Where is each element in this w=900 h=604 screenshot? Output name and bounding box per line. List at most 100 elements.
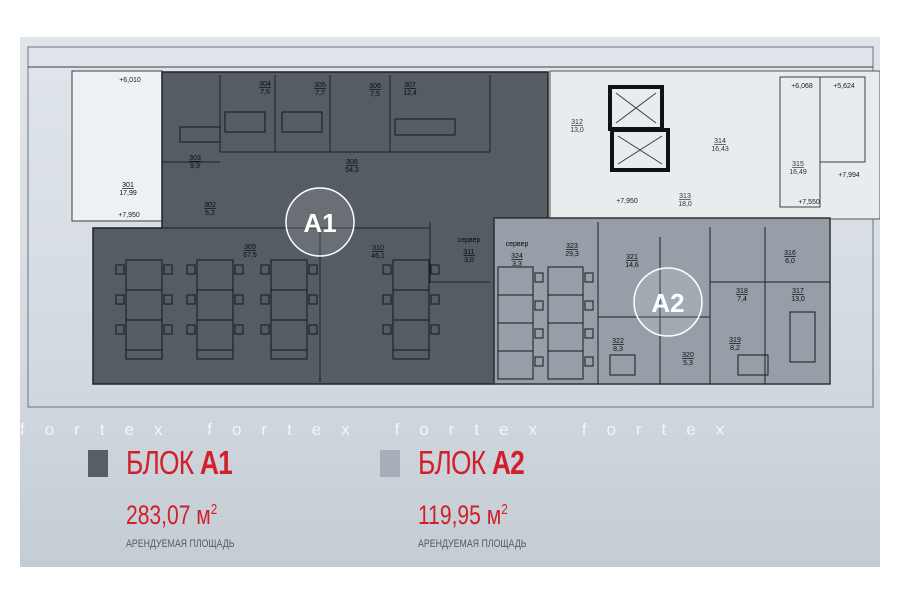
chair (260, 264, 270, 275)
room-area: 5,3 (683, 360, 693, 367)
chair (308, 264, 318, 275)
room-number: 322 (612, 338, 624, 345)
chair (534, 356, 544, 367)
chair (115, 324, 125, 335)
chair (382, 294, 392, 305)
chair (186, 324, 196, 335)
room-area: 7,7 (315, 90, 325, 97)
marker-a2[interactable]: A2 (633, 267, 703, 337)
chair (308, 324, 318, 335)
room-area: 13,0 (570, 127, 584, 134)
room-number: 319 (729, 337, 741, 344)
chair (534, 272, 544, 283)
chair (163, 294, 173, 305)
block-a2-swatch (380, 450, 400, 477)
desk (125, 349, 163, 360)
room-number: 320 (682, 352, 694, 359)
level-mark: +7,550 (798, 199, 820, 206)
level-mark: +7,950 (616, 198, 638, 205)
fortex-watermark: fortex fortex fortex fortex (20, 420, 745, 439)
room-number: 314 (714, 138, 726, 145)
chair (260, 324, 270, 335)
room-number: 318 (736, 288, 748, 295)
room-area: 14,6 (625, 262, 639, 269)
room-number: 309 (244, 244, 256, 251)
room-name: сервер (458, 237, 481, 244)
level-mark: +6,010 (119, 77, 141, 84)
chair (115, 264, 125, 275)
chair (234, 294, 244, 305)
room-number: 304 (259, 81, 271, 88)
marker-a1-label: A1 (303, 208, 336, 238)
room-number: 317 (792, 288, 804, 295)
chair (163, 264, 173, 275)
block-a1-area-value: 283,07 м2 (126, 500, 217, 531)
desk (609, 354, 636, 376)
chair (186, 294, 196, 305)
chair (584, 272, 594, 283)
room-area: 13,0 (791, 296, 805, 303)
chair (234, 264, 244, 275)
room-area: 8,2 (730, 345, 740, 352)
room-area: 29,3 (565, 251, 579, 258)
room-number: 310 (372, 245, 384, 252)
marker-a1[interactable]: A1 (285, 187, 355, 257)
room-area: 5,2 (205, 210, 215, 217)
room-area: 7,6 (260, 89, 270, 96)
desk (270, 349, 308, 360)
room-area: 8,3 (613, 346, 623, 353)
chair (584, 300, 594, 311)
chair (584, 328, 594, 339)
room-area: 3,0 (464, 257, 474, 264)
room-number: 307 (404, 82, 416, 89)
room-number: 301 (122, 182, 134, 189)
block-a1-title: БЛОК A1 (126, 444, 233, 482)
chair (186, 264, 196, 275)
block-a2-area-value: 119,95 м2 (418, 500, 508, 531)
room-number: 305 (314, 82, 326, 89)
block-a2-prefix: БЛОК (418, 444, 492, 481)
room-area: 67,5 (243, 252, 257, 259)
level-mark: +7,994 (838, 172, 860, 179)
chair (234, 324, 244, 335)
room-name: сервер (506, 241, 529, 248)
room-number: 311 (463, 249, 474, 256)
room-area: 16,43 (711, 146, 729, 153)
block-a1-caption: АРЕНДУЕМАЯ ПЛОЩАДЬ (126, 538, 235, 550)
chair (534, 300, 544, 311)
block-a2-caption: АРЕНДУЕМАЯ ПЛОЩАДЬ (418, 538, 527, 550)
block-a1-id: A1 (199, 444, 233, 481)
level-mark: +5,624 (833, 83, 855, 90)
furniture (115, 111, 816, 380)
room-number: 324 (511, 253, 523, 260)
chair (382, 324, 392, 335)
block-a2-area[interactable] (493, 217, 831, 385)
chair (308, 294, 318, 305)
room-area: 54,3 (345, 167, 359, 174)
chair (115, 294, 125, 305)
block-a1-swatch (88, 450, 108, 477)
room-area: 46,1 (371, 253, 385, 260)
room-area: 3,3 (512, 261, 522, 268)
floor-plan: A1 A2 30117,993025,23039,93047,63057,730… (27, 46, 880, 408)
room-area: 18,0 (678, 201, 692, 208)
room-number: 308 (346, 159, 358, 166)
